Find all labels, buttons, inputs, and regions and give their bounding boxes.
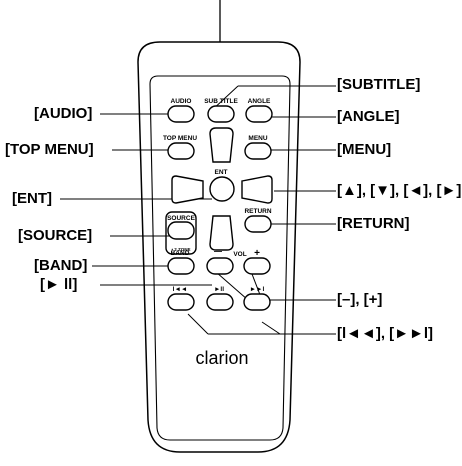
callout-arrows: [▲], [▼], [◄], [►] xyxy=(337,182,462,199)
leader-minus-a xyxy=(215,271,249,301)
callout-ent: [ENT] xyxy=(12,190,52,207)
return-button[interactable] xyxy=(244,215,272,233)
callout-band: [BAND] xyxy=(34,257,88,274)
subtitle-button[interactable] xyxy=(207,105,235,123)
play-pause-button[interactable] xyxy=(206,293,234,311)
callout-skip: [l◄◄], [►►l] xyxy=(337,325,434,342)
plus-key-label: + xyxy=(254,248,260,259)
audio-key-label: AUDIO xyxy=(171,98,192,105)
prev-button[interactable] xyxy=(167,293,195,311)
zone-key-label: • 2 ZONE xyxy=(171,247,190,252)
right-button[interactable] xyxy=(241,175,273,204)
ent-key-label: ENT xyxy=(215,169,228,176)
next-key-label: ►►l xyxy=(250,286,265,293)
left-button[interactable] xyxy=(171,175,204,204)
brand-logo: clarion xyxy=(195,348,248,368)
leader-prev xyxy=(187,313,209,335)
callout-subtitle: [SUBTITLE] xyxy=(337,76,421,93)
callout-play-pause: [► ll] xyxy=(40,276,78,293)
next-button[interactable] xyxy=(243,293,271,311)
play-pause-key-label: ►ll xyxy=(214,286,224,293)
angle-key-label: ANGLE xyxy=(248,98,271,105)
callout-top-menu: [TOP MENU] xyxy=(5,141,94,158)
angle-button[interactable] xyxy=(245,105,273,123)
source-frame xyxy=(165,211,197,255)
band-button[interactable] xyxy=(167,257,195,275)
minus-button[interactable] xyxy=(206,257,234,275)
callout-audio: [AUDIO] xyxy=(34,105,93,122)
vol-key-label: VOL xyxy=(233,251,246,258)
subtitle-key-label: SUB TITLE xyxy=(204,98,238,105)
leader-next xyxy=(261,321,281,335)
menu-button[interactable] xyxy=(244,142,272,160)
prev-key-label: l◄◄ xyxy=(173,286,188,293)
minus-key-label: — xyxy=(214,247,222,256)
remote-panel xyxy=(149,75,291,441)
callout-return: [RETURN] xyxy=(337,215,410,232)
menu-key-label: MENU xyxy=(248,135,267,142)
callout-menu: [MENU] xyxy=(337,141,392,158)
callout-source: [SOURCE] xyxy=(18,227,93,244)
down-button[interactable] xyxy=(209,215,234,251)
source-key-label: SOURCE xyxy=(167,215,195,222)
top-menu-key-label: TOP MENU xyxy=(163,135,197,142)
callout-minus-plus: [–], [+] xyxy=(337,291,383,308)
top-menu-button[interactable] xyxy=(167,142,195,160)
source-button[interactable] xyxy=(167,221,195,240)
return-key-label: RETURN xyxy=(244,208,271,215)
up-button[interactable] xyxy=(209,127,234,163)
audio-button[interactable] xyxy=(167,105,195,123)
plus-button[interactable] xyxy=(243,257,271,275)
callout-angle: [ANGLE] xyxy=(337,108,400,125)
ent-button[interactable] xyxy=(209,176,235,202)
